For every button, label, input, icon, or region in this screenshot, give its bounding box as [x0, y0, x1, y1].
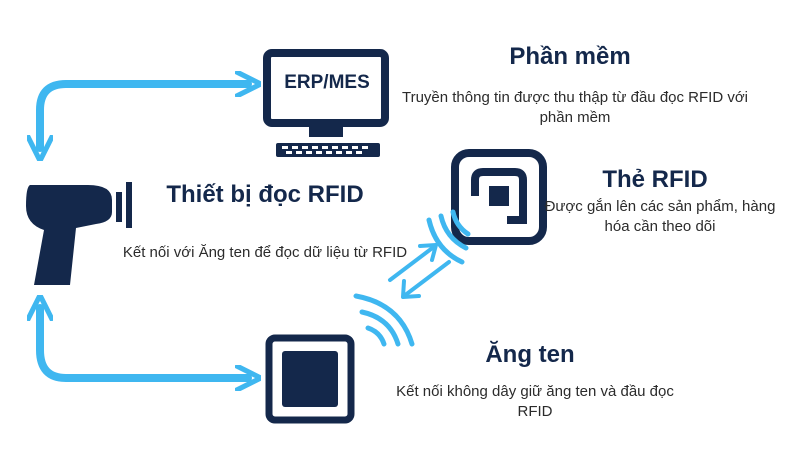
- arrows-antenna-tag: [388, 243, 451, 299]
- wireless-signal-icon: [353, 293, 415, 347]
- computer-icon: [263, 49, 389, 157]
- antenna-icon: [265, 334, 355, 424]
- tag-description: Được gắn lên các sản phẩm, hàng hóa cần …: [544, 198, 776, 235]
- wireless-signal-icon: [426, 209, 471, 265]
- software-description: Truyền thông tin được thu thập từ đầu đọ…: [401, 89, 749, 126]
- software-title: Phần mềm: [509, 43, 631, 70]
- reader-title: Thiết bị đọc RFID: [166, 181, 364, 208]
- antenna-description: Kết nối không dây giữ ăng ten và đầu đọc…: [396, 383, 674, 420]
- antenna-title: Ăng ten: [485, 341, 575, 368]
- rfid-tag-icon: [451, 149, 547, 245]
- tag-title: Thẻ RFID: [602, 166, 708, 193]
- erp-mes-screen-label: ERP/MES: [284, 72, 370, 93]
- rfid-reader-gun-icon: [26, 182, 132, 285]
- arrow-reader-to-antenna: [40, 308, 248, 378]
- reader-description: Kết nối với Ăng ten để đọc dữ liệu từ RF…: [122, 244, 408, 261]
- arrow-reader-to-software: [40, 84, 248, 148]
